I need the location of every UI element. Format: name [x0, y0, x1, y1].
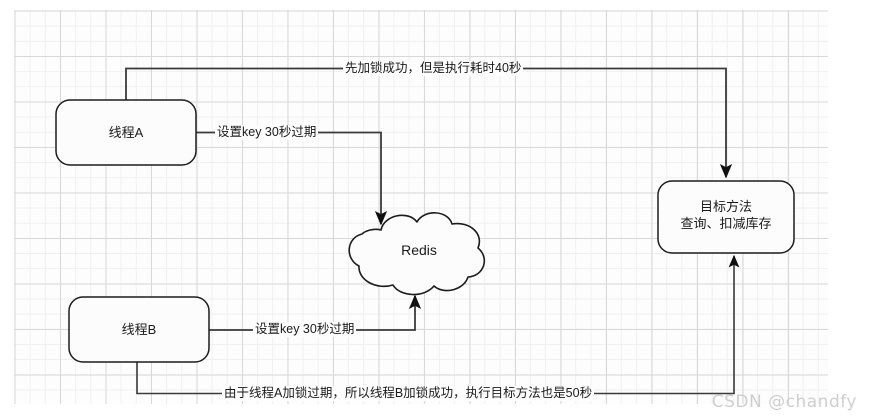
- edge-a-to-redis: [196, 131, 388, 226]
- node-thread-a[interactable]: [55, 99, 197, 166]
- edge-a-to-target: [125, 67, 733, 179]
- node-thread-b[interactable]: [68, 296, 210, 363]
- edge-b-to-target-label: 由于线程A加锁过期，所以线程B加锁成功，执行目标方法也是50秒: [222, 386, 595, 401]
- edge-a-to-target-label: 先加锁成功，但是执行耗时40秒: [343, 61, 524, 76]
- edge-b-to-redis-label: 设置key 30秒过期: [253, 322, 357, 337]
- node-target-method[interactable]: [657, 180, 795, 254]
- node-redis-cloud[interactable]: [348, 212, 486, 296]
- csdn-watermark: CSDN @chandfy: [711, 392, 857, 412]
- edge-a-to-redis-label: 设置key 30秒过期: [215, 125, 319, 140]
